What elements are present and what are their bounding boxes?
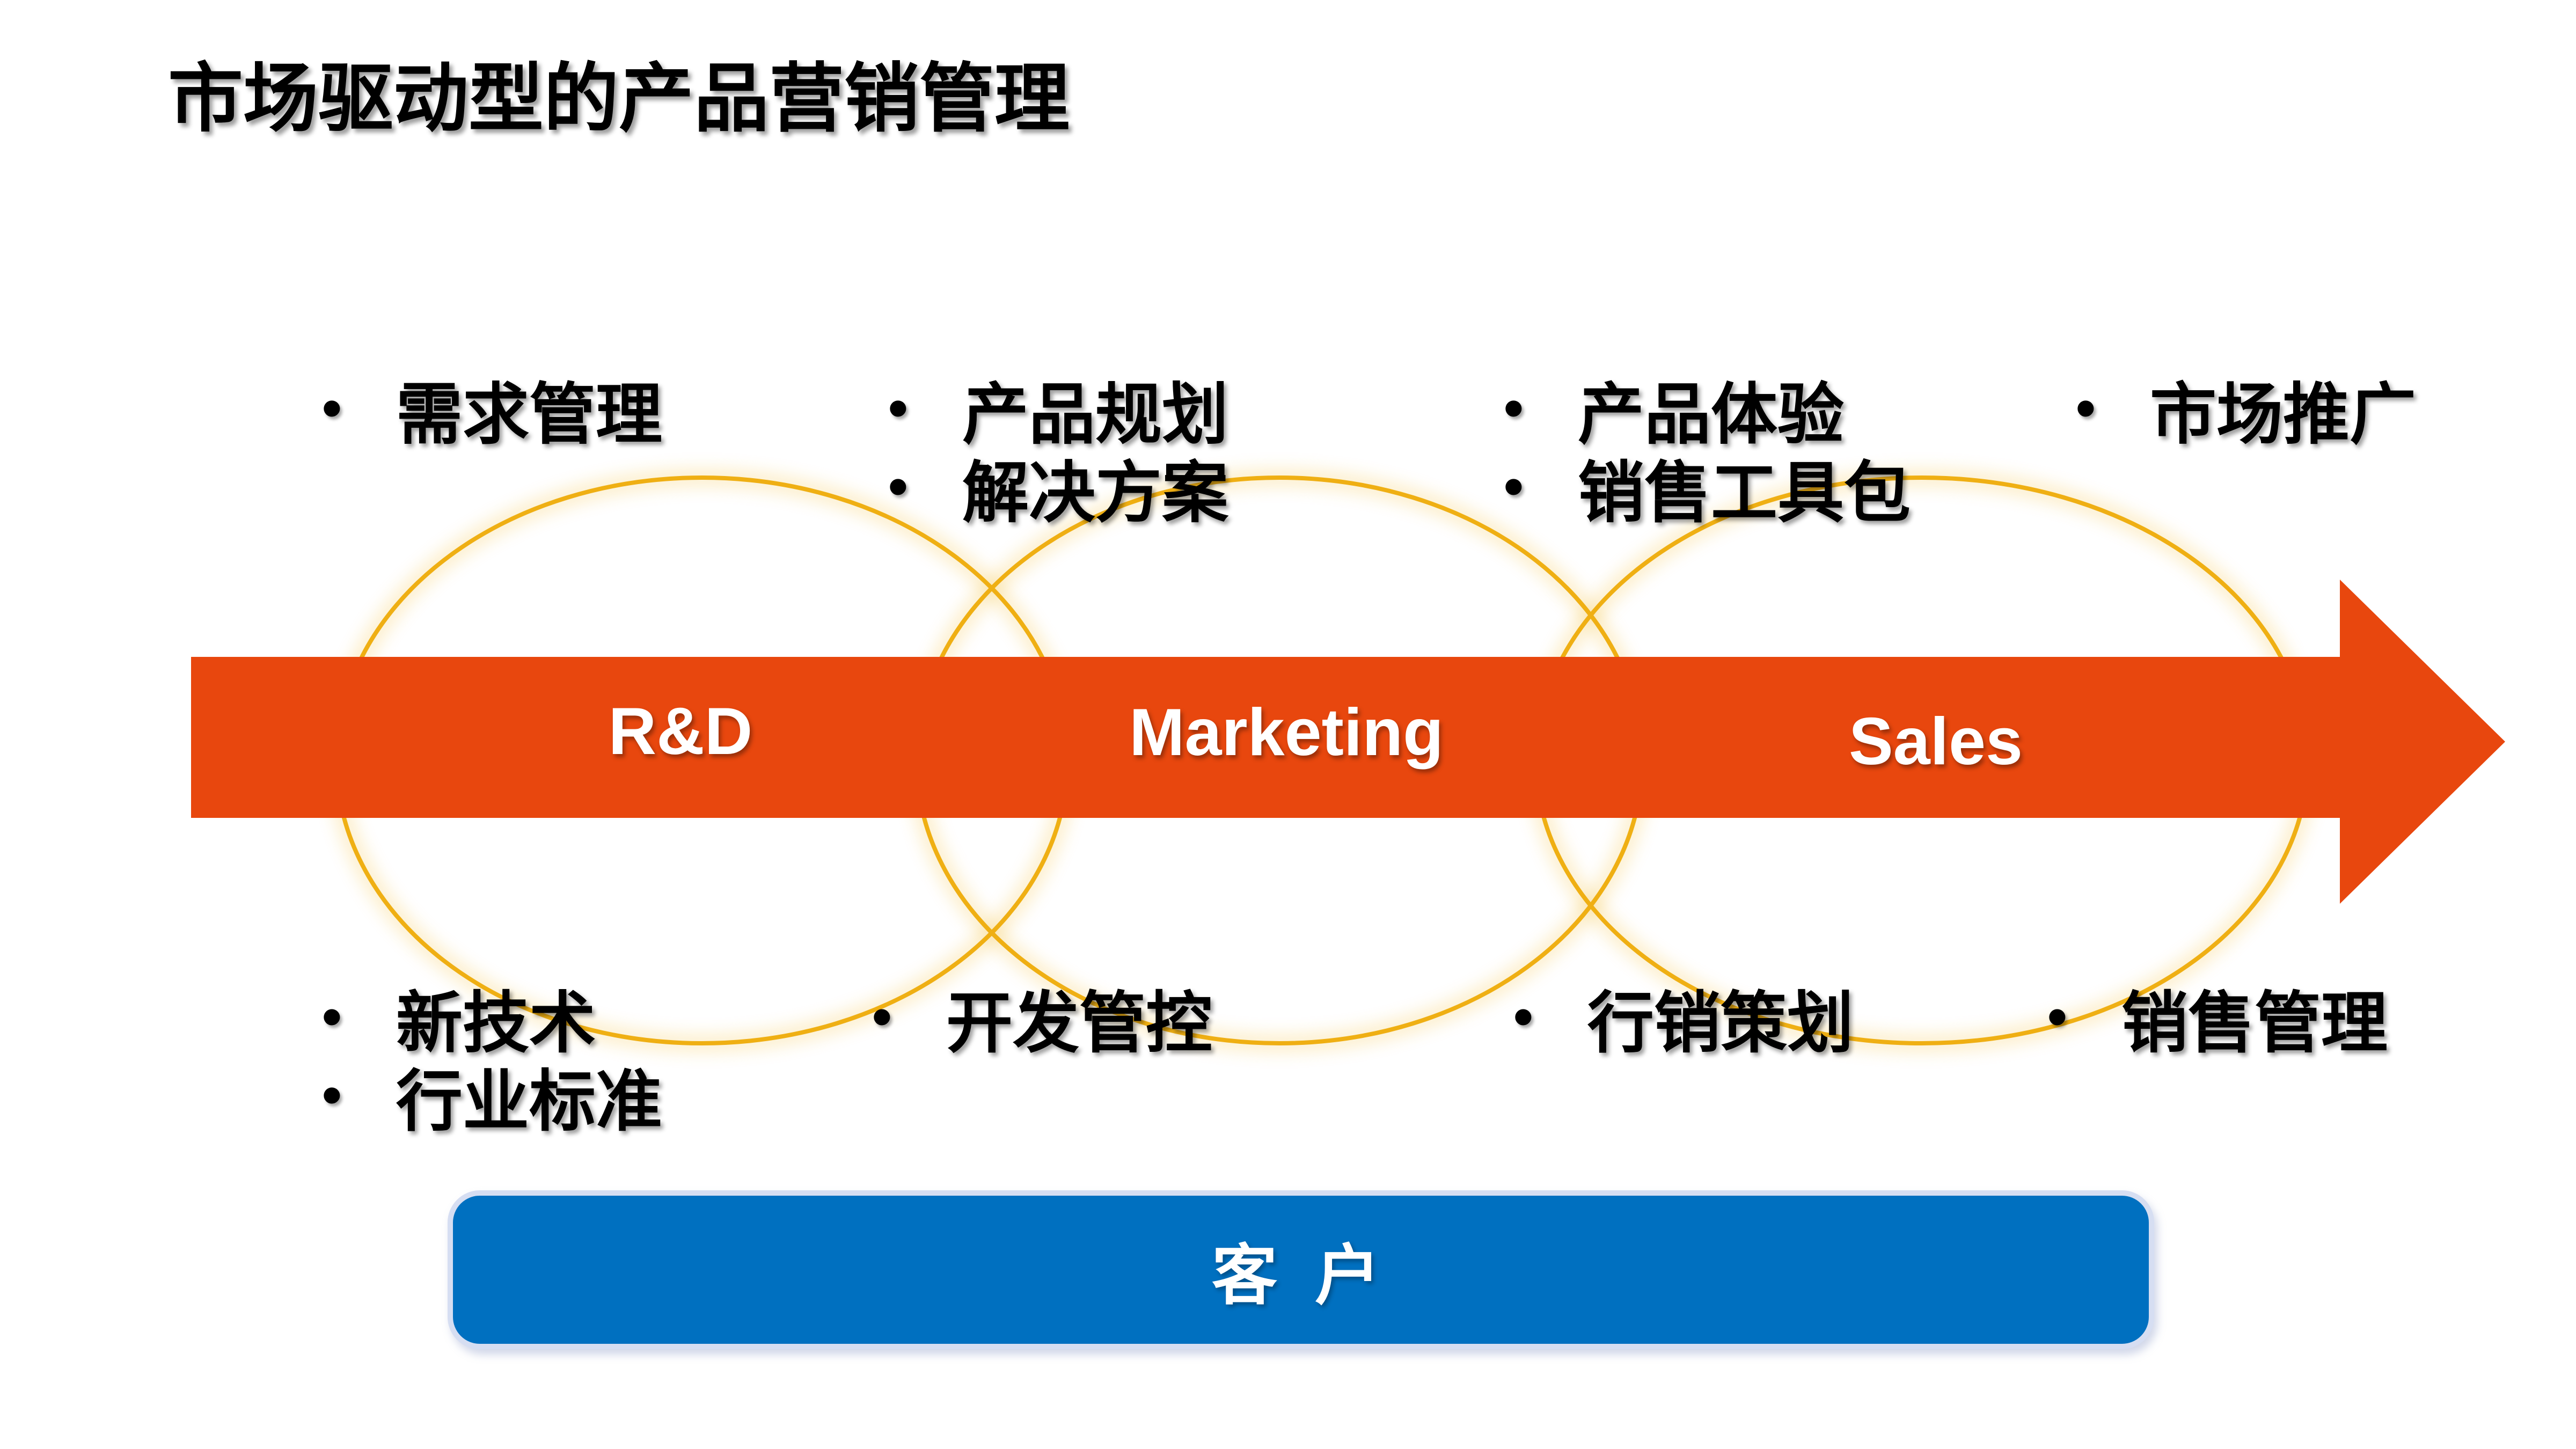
list-item: • 销售管理 — [2047, 978, 2388, 1060]
list-item: • 开发管控 — [872, 978, 1212, 1060]
bullet-label: 需求管理 — [396, 378, 663, 452]
bullet-icon: • — [322, 985, 342, 1048]
page-title: 市场驱动型的产品营销管理 — [168, 56, 1070, 141]
list-item: • 产品体验 — [1504, 369, 1911, 452]
list-item: • 销售工具包 — [1504, 448, 1911, 530]
bullet-label: 销售管理 — [2121, 986, 2388, 1060]
bullet-icon: • — [2047, 985, 2067, 1048]
bullet-icon: • — [888, 377, 908, 440]
stage-label-marketing: Marketing — [1129, 696, 1444, 770]
bullet-label: 产品体验 — [1578, 378, 1845, 452]
bullet-icon: • — [872, 985, 892, 1048]
bullet-group-marketing-top: • 产品规划 • 解决方案 — [888, 369, 1228, 530]
bullet-group-marketing-bottom: • 开发管控 — [872, 978, 1212, 1060]
bullet-group-sales-top: • 产品体验 • 销售工具包 — [1504, 369, 1911, 530]
bullet-label: 开发管控 — [946, 986, 1213, 1060]
list-item: • 新技术 — [322, 978, 662, 1060]
bullet-icon: • — [2076, 377, 2096, 440]
bullet-icon: • — [322, 1064, 342, 1126]
bullet-label: 行业标准 — [396, 1065, 663, 1139]
list-item: • 解决方案 — [888, 448, 1228, 530]
bullet-group-sales-bottom: • 行销策划 — [1513, 978, 1854, 1060]
bullet-label: 产品规划 — [962, 378, 1229, 452]
bullet-icon: • — [1513, 985, 1533, 1048]
stage-label-sales: Sales — [1848, 705, 2023, 779]
list-item: • 市场推广 — [2076, 369, 2416, 452]
bullet-label: 解决方案 — [962, 456, 1229, 530]
customer-label: 客 户 — [1212, 1239, 1390, 1312]
bullet-icon: • — [1504, 455, 1524, 518]
list-item: • 产品规划 — [888, 369, 1228, 452]
bullet-group-promo-top: • 市场推广 — [2076, 369, 2416, 452]
bullet-icon: • — [888, 455, 908, 518]
bullet-label: 销售工具包 — [1578, 456, 1911, 530]
stage-label-rd: R&D — [608, 694, 753, 769]
bullet-group-rd-bottom: • 新技术 • 行业标准 — [322, 978, 662, 1139]
bullet-icon: • — [322, 377, 342, 440]
list-item: • 需求管理 — [322, 369, 662, 452]
bullet-label: 行销策划 — [1587, 986, 1854, 1060]
bullet-group-sm-bottom: • 销售管理 — [2047, 978, 2388, 1060]
customer-box: 客 户 — [448, 1190, 2154, 1349]
bullet-label: 市场推广 — [2150, 378, 2417, 452]
bullet-label: 新技术 — [396, 986, 596, 1060]
bullet-group-rd-top: • 需求管理 — [322, 369, 662, 452]
list-item: • 行业标准 — [322, 1056, 662, 1139]
bullet-icon: • — [1504, 377, 1524, 440]
process-arrow — [191, 580, 2505, 904]
list-item: • 行销策划 — [1513, 978, 1854, 1060]
